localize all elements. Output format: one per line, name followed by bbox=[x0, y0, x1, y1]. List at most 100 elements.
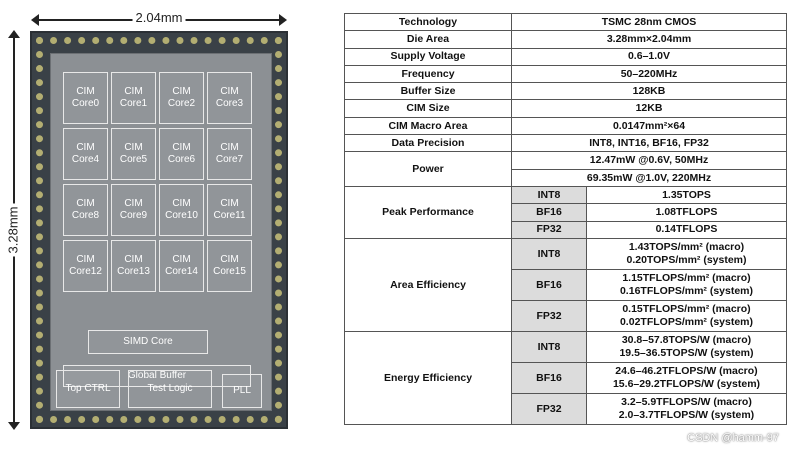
row-value: 3.2–5.9TFLOPS/W (macro)2.0–3.7TFLOPS/W (… bbox=[586, 392, 787, 425]
precision-cell: FP32 bbox=[511, 392, 587, 425]
precision-cell: BF16 bbox=[511, 268, 587, 301]
row-label: CIM Size bbox=[344, 99, 512, 118]
precision-cell: INT8 bbox=[511, 185, 587, 205]
core-label-top: CIM bbox=[124, 197, 143, 209]
core-label-top: CIM bbox=[76, 197, 95, 209]
precision-cell: INT8 bbox=[511, 237, 587, 270]
pll-block: PLL bbox=[222, 374, 262, 408]
row-value: 1.08TFLOPS bbox=[586, 203, 787, 222]
row-label: Power bbox=[344, 151, 512, 187]
core-label-name: Core0 bbox=[71, 98, 100, 109]
row-label: Die Area bbox=[344, 30, 512, 49]
top-ctrl-block: Top CTRL bbox=[56, 370, 120, 408]
row-value: 1.35TOPS bbox=[586, 185, 787, 205]
row-value: 1.15TFLOPS/mm² (macro)0.16TFLOPS/mm² (sy… bbox=[586, 268, 787, 301]
core-label-name: Core13 bbox=[117, 266, 150, 277]
precision-cell: FP32 bbox=[511, 220, 587, 239]
core-label-name: Core14 bbox=[165, 266, 198, 277]
row-value: 0.6–1.0V bbox=[511, 47, 787, 66]
arrow-up-icon bbox=[8, 30, 20, 38]
height-dimension: 3.28mm bbox=[5, 30, 21, 430]
core-label-name: Core3 bbox=[215, 98, 244, 109]
core-label-name: Core1 bbox=[119, 98, 148, 109]
width-label: 2.04mm bbox=[132, 10, 186, 25]
row-label: Buffer Size bbox=[344, 82, 512, 101]
row-value: 0.15TFLOPS/mm² (macro)0.02TFLOPS/mm² (sy… bbox=[586, 299, 787, 332]
core-label-top: CIM bbox=[172, 197, 191, 209]
row-value: 30.8–57.8TOPS/W (macro)19.5–36.5TOPS/W (… bbox=[586, 330, 787, 363]
row-value: 128KB bbox=[511, 82, 787, 101]
core-label-name: Core2 bbox=[167, 98, 196, 109]
row-label: Frequency bbox=[344, 64, 512, 84]
core-label-name: Core12 bbox=[69, 266, 102, 277]
row-value: 24.6–46.2TFLOPS/W (macro)15.6–29.2TFLOPS… bbox=[586, 361, 787, 394]
core-label-top: CIM bbox=[172, 253, 191, 265]
row-label: Peak Performance bbox=[344, 185, 512, 239]
core-label-name: Core5 bbox=[119, 154, 148, 165]
core-label-name: Core8 bbox=[71, 210, 100, 221]
core-label-top: CIM bbox=[220, 197, 239, 209]
core-label-top: CIM bbox=[124, 253, 143, 265]
watermark: CSDN @hamm-97 bbox=[687, 432, 779, 444]
row-label: Data Precision bbox=[344, 134, 512, 153]
core-label-name: Core11 bbox=[213, 210, 246, 221]
width-dimension: 2.04mm bbox=[31, 10, 287, 26]
row-value: INT8, INT16, BF16, FP32 bbox=[511, 134, 787, 153]
row-value: 1.43TOPS/mm² (macro)0.20TOPS/mm² (system… bbox=[586, 237, 787, 270]
core-label-top: CIM bbox=[76, 253, 95, 265]
core-label-top: CIM bbox=[220, 85, 239, 97]
core-label-top: CIM bbox=[172, 141, 191, 153]
core-label-name: Core9 bbox=[119, 210, 148, 221]
row-label: Technology bbox=[344, 12, 512, 32]
row-label: Supply Voltage bbox=[344, 47, 512, 66]
core-label-top: CIM bbox=[172, 85, 191, 97]
io-pad-ring bbox=[36, 37, 282, 423]
core-label-name: Core4 bbox=[71, 154, 100, 165]
row-value: 69.35mW @1.0V, 220MHz bbox=[511, 168, 787, 187]
precision-cell: BF16 bbox=[511, 361, 587, 394]
test-logic-block: Test Logic bbox=[128, 370, 212, 408]
row-value: 12KB bbox=[511, 99, 787, 118]
row-value: 0.14TFLOPS bbox=[586, 220, 787, 239]
row-value: 3.28mm×2.04mm bbox=[511, 30, 787, 49]
row-label: Energy Efficiency bbox=[344, 330, 512, 425]
simd-core-block: SIMD Core bbox=[88, 330, 208, 354]
precision-cell: FP32 bbox=[511, 299, 587, 332]
arrow-left-icon bbox=[31, 14, 39, 26]
row-value: 12.47mW @0.6V, 50MHz bbox=[511, 151, 787, 170]
core-label-name: Core10 bbox=[165, 210, 198, 221]
row-value: 50–220MHz bbox=[511, 64, 787, 84]
core-label-name: Core6 bbox=[167, 154, 196, 165]
precision-cell: BF16 bbox=[511, 203, 587, 222]
